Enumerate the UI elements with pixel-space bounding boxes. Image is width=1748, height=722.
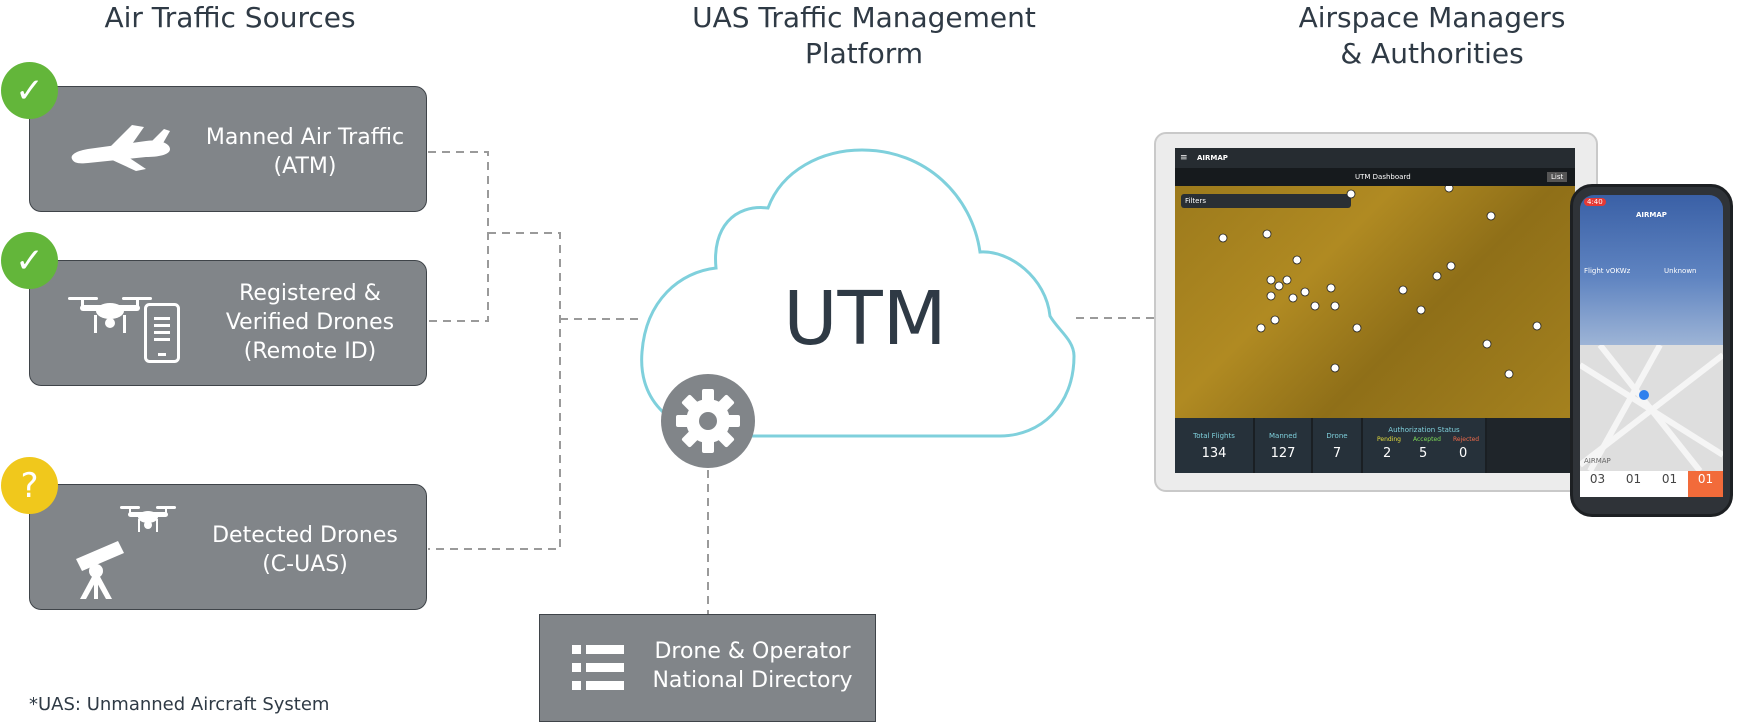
authorization-title: Authorization Status <box>1388 426 1460 434</box>
stat-drone: Drone 7 <box>1313 418 1363 473</box>
connector-atm <box>428 151 489 322</box>
heading-airspace-managers-line2: & Authorities <box>1340 37 1524 70</box>
dashboard-title: UTM Dashboard <box>1355 173 1411 181</box>
phone-sky-view: 4:40 AIRMAP Flight vOKWz Unknown <box>1580 195 1723 345</box>
rejected-value: 0 <box>1459 446 1468 461</box>
phone-count-1: 03 <box>1589 472 1606 486</box>
connector-remote-id <box>428 232 561 550</box>
phone-icon <box>144 303 180 363</box>
phone-count-bar: 03 01 01 01 <box>1580 471 1723 497</box>
source-registered-drones: Registered & Verified Drones (Remote ID) <box>29 260 427 386</box>
check-icon-manned: ✓ <box>1 62 58 119</box>
utm-cloud-label: UTM <box>783 276 947 362</box>
list-button[interactable]: List <box>1547 172 1568 182</box>
source-detected-drones: Detected Drones (C-UAS) <box>29 484 427 610</box>
stat-drone-value: 7 <box>1332 446 1342 461</box>
phone-flight-label: Flight vOKWz <box>1584 267 1631 275</box>
list-icon <box>572 645 624 690</box>
airplane-icon <box>71 125 170 171</box>
question-icon-detected: ? <box>1 457 58 514</box>
phone-map[interactable]: AIRMAP <box>1578 343 1725 473</box>
stat-total-flights-value: 134 <box>1201 446 1227 461</box>
heading-utm-platform-line2: Platform <box>804 37 924 70</box>
dashboard-topbar: ≡ AIRMAP <box>1175 148 1575 168</box>
phone-map-brand: AIRMAP <box>1584 457 1611 465</box>
drone-operator-directory: Drone & Operator National Directory <box>539 614 876 722</box>
source-registered-line3: (Remote ID) <box>243 339 377 364</box>
directory-line1: Drone & Operator <box>654 639 851 664</box>
footnote: *UAS: Unmanned Aircraft System <box>29 694 330 715</box>
source-registered-line2: Verified Drones <box>225 310 395 335</box>
tablet-device: ≡ AIRMAP UTM Dashboard List Filters <box>1154 132 1598 492</box>
accepted-value: 5 <box>1419 446 1428 461</box>
filters-label: Filters <box>1185 197 1206 205</box>
rejected-label: Rejected <box>1453 436 1480 443</box>
phone-count-4: 01 <box>1688 471 1723 497</box>
phone-device: 4:40 AIRMAP Flight vOKWz Unknown AIRMAP … <box>1570 184 1733 517</box>
stat-total-flights-label: Total Flights <box>1193 432 1235 440</box>
drone-icon <box>68 297 152 333</box>
phone-time: 4:40 <box>1584 198 1606 206</box>
phone-count-3: 01 <box>1661 472 1678 486</box>
stat-authorization: Authorization Status Pending Accepted Re… <box>1363 418 1487 473</box>
source-manned-air-traffic: Manned Air Traffic (ATM) <box>29 86 427 212</box>
phone-count-2: 01 <box>1625 472 1642 486</box>
source-registered-line1: Registered & <box>239 281 381 306</box>
dashboard-brand: AIRMAP <box>1197 154 1228 162</box>
pending-label: Pending <box>1377 436 1401 443</box>
check-icon-registered: ✓ <box>1 232 58 289</box>
dashboard-stats: Total Flights 134 Manned 127 Drone 7 Aut… <box>1175 418 1575 473</box>
small-drone-icon <box>120 506 176 532</box>
accepted-label: Accepted <box>1413 436 1441 443</box>
source-manned-line2: (ATM) <box>273 154 337 179</box>
phone-unknown-label: Unknown <box>1664 267 1697 275</box>
phone-map-roads <box>1578 343 1725 473</box>
utm-dashboard-screen: ≡ AIRMAP UTM Dashboard List Filters <box>1175 148 1575 473</box>
source-detected-line1: Detected Drones <box>212 523 398 548</box>
telescope-icon <box>76 541 124 599</box>
dashboard-titlebar: UTM Dashboard List <box>1175 168 1575 186</box>
gear-icon <box>661 374 755 468</box>
pending-value: 2 <box>1383 446 1392 461</box>
heading-air-traffic-sources: Air Traffic Sources <box>104 1 356 34</box>
menu-icon[interactable]: ≡ <box>1180 153 1188 163</box>
heading-airspace-managers-line1: Airspace Managers <box>1298 1 1566 34</box>
directory-line2: National Directory <box>652 668 853 693</box>
source-manned-line1: Manned Air Traffic <box>205 125 405 150</box>
stat-drone-label: Drone <box>1326 432 1348 440</box>
stat-total-flights: Total Flights 134 <box>1175 418 1255 473</box>
map-markers <box>1218 186 1542 379</box>
filters-bar: Filters <box>1181 194 1351 208</box>
stat-manned: Manned 127 <box>1255 418 1313 473</box>
stat-manned-label: Manned <box>1269 432 1297 440</box>
heading-utm-platform-line1: UAS Traffic Management <box>692 1 1036 34</box>
source-detected-line2: (C-UAS) <box>262 552 348 577</box>
stat-manned-value: 127 <box>1270 446 1296 461</box>
phone-brand: AIRMAP <box>1636 211 1667 219</box>
dashboard-map[interactable]: Filters <box>1175 186 1575 418</box>
